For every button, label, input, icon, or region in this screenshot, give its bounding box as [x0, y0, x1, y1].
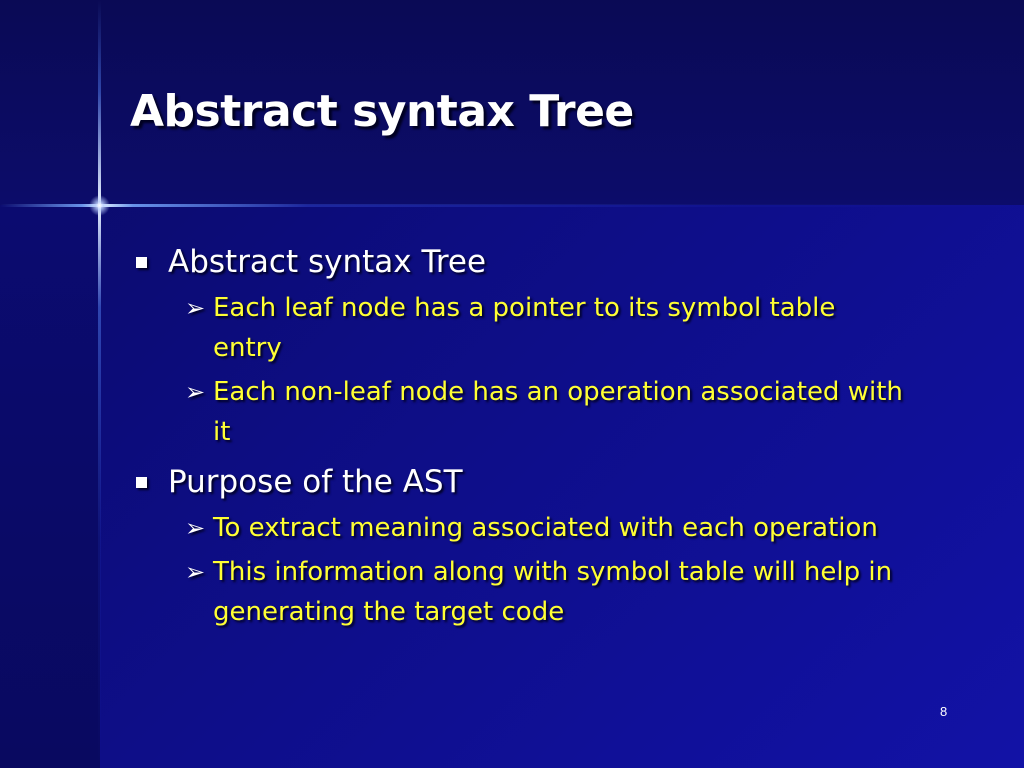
sub-bullet-item: ➢ This information along with symbol tab…: [185, 552, 903, 632]
arrowhead-bullet-icon: ➢: [185, 378, 206, 406]
square-bullet-icon: [136, 257, 147, 268]
sub-bullet-item: ➢ Each non-leaf node has an operation as…: [185, 372, 903, 452]
square-bullet-icon: [136, 477, 147, 488]
bullet-text: Purpose of the AST: [168, 464, 463, 500]
sub-bullet-text: Each non-leaf node has an operation asso…: [213, 377, 903, 447]
bullet-text: Abstract syntax Tree: [168, 244, 487, 280]
bullet-list: Abstract syntax Tree ➢ Each leaf node ha…: [130, 232, 950, 632]
arrowhead-bullet-icon: ➢: [185, 514, 206, 542]
star-sparkle-icon: [89, 195, 110, 216]
vertical-glow-line: [98, 0, 101, 768]
arrowhead-bullet-icon: ➢: [185, 558, 206, 586]
sub-bullet-text: To extract meaning associated with each …: [213, 513, 878, 543]
bullet-item: Purpose of the AST: [130, 460, 950, 504]
left-strip: [0, 205, 100, 768]
sub-bullet-text: Each leaf node has a pointer to its symb…: [213, 293, 836, 363]
page-number: 8: [940, 704, 948, 719]
bullet-item: Abstract syntax Tree: [130, 240, 950, 284]
horizontal-glow-line: [0, 204, 1024, 207]
title-band: [0, 0, 1024, 205]
sub-bullet-item: ➢ Each leaf node has a pointer to its sy…: [185, 288, 903, 368]
sub-bullet-item: ➢ To extract meaning associated with eac…: [185, 508, 903, 548]
slide-title: Abstract syntax Tree: [130, 86, 634, 137]
arrowhead-bullet-icon: ➢: [185, 294, 206, 322]
sub-bullet-text: This information along with symbol table…: [213, 557, 893, 627]
